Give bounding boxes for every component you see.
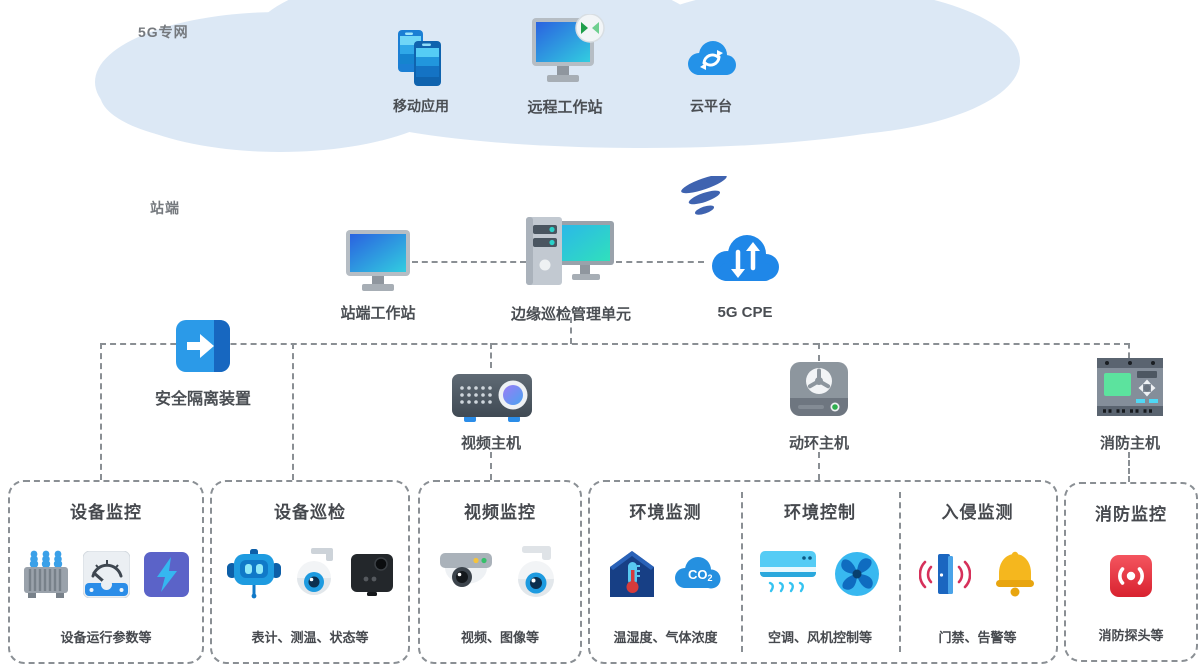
cloud-platform-icon bbox=[683, 36, 739, 84]
fire-host-label: 消防主机 bbox=[1099, 435, 1160, 452]
mobile-app-label: 移动应用 bbox=[393, 98, 449, 114]
env-host-icon bbox=[790, 362, 848, 416]
edge-unit-label: 边缘巡检管理单元 bbox=[510, 306, 631, 323]
section-env-control: 环境控制 bbox=[741, 482, 899, 662]
env-host-label: 动环主机 bbox=[788, 435, 849, 452]
transformer-icon bbox=[23, 548, 69, 600]
air-conditioner-icon bbox=[760, 551, 816, 597]
group-title: 视频监控 bbox=[464, 503, 536, 522]
fan-icon bbox=[834, 551, 880, 597]
section-divider bbox=[899, 492, 901, 652]
mobile-app-icon bbox=[393, 30, 447, 88]
group-caption: 空调、风机控制等 bbox=[767, 630, 872, 645]
group-caption: 视频、图像等 bbox=[460, 630, 539, 645]
drop-line-fire-host bbox=[1128, 343, 1130, 358]
station-workstation-icon bbox=[344, 228, 412, 292]
cpe-signal-icon bbox=[676, 174, 736, 222]
drop-line-device-monitoring bbox=[100, 343, 102, 480]
group-box-environment-cluster: 环境监测 bbox=[588, 480, 1058, 664]
group-caption: 温湿度、气体浓度 bbox=[613, 630, 718, 645]
meter-gauge-icon bbox=[82, 550, 131, 598]
fire-host-icon bbox=[1097, 358, 1163, 416]
group-title: 环境监测 bbox=[629, 503, 702, 522]
remote-workstation-icon bbox=[530, 13, 606, 90]
ptz-camera-icon bbox=[293, 546, 339, 602]
section-env-monitoring: 环境监测 bbox=[590, 482, 741, 662]
drop-line-device-inspection bbox=[292, 343, 294, 480]
bus-line bbox=[100, 343, 1130, 345]
svg-text:CO2: CO2 bbox=[688, 567, 713, 583]
video-host-label: 视频主机 bbox=[460, 435, 521, 452]
box-camera-icon bbox=[351, 552, 393, 596]
group-caption: 门禁、告警等 bbox=[938, 630, 1017, 645]
group-box-fire-monitoring: 消防监控 消防探头等 bbox=[1064, 482, 1198, 662]
group-title: 设备巡检 bbox=[274, 503, 346, 522]
group-caption: 设备运行参数等 bbox=[60, 630, 152, 645]
remote-workstation-label: 远程工作站 bbox=[527, 99, 603, 116]
bell-icon bbox=[993, 550, 1037, 598]
station-workstation-label: 站端工作站 bbox=[340, 305, 416, 322]
group-box-device-inspection: 设备巡检 bbox=[210, 480, 410, 664]
isolation-device-label: 安全隔离装置 bbox=[154, 391, 251, 408]
group-title: 设备监控 bbox=[70, 503, 142, 522]
connector-edgeunit-cpe bbox=[616, 261, 704, 263]
group-caption: 消防探头等 bbox=[1098, 628, 1164, 643]
edge-unit-icon bbox=[526, 215, 616, 291]
section-divider bbox=[741, 492, 743, 652]
cpe-icon bbox=[705, 230, 785, 290]
group-title: 入侵监测 bbox=[941, 503, 1014, 522]
zone-label-station: 站端 bbox=[150, 200, 180, 216]
connector-workstation-edgeunit bbox=[412, 261, 526, 263]
drop-line-env-box bbox=[818, 452, 820, 480]
zone-label-5g-network: 5G专网 bbox=[138, 24, 189, 40]
group-box-video-surveillance: 视频监控 bbox=[418, 480, 582, 664]
house-thermometer-icon bbox=[609, 550, 655, 598]
group-title: 环境控制 bbox=[784, 503, 856, 522]
group-title: 消防监控 bbox=[1095, 505, 1167, 524]
door-alarm-icon bbox=[918, 550, 971, 598]
lightning-icon bbox=[144, 551, 189, 597]
drop-line-env-host bbox=[818, 343, 820, 361]
section-intrusion: 入侵监测 bbox=[899, 482, 1056, 662]
ball-camera-icon bbox=[514, 546, 560, 602]
drop-line-fire-box bbox=[1128, 452, 1130, 482]
robot-icon bbox=[227, 549, 281, 599]
drop-line-video-box bbox=[490, 452, 492, 480]
cloud-platform-label: 云平台 bbox=[690, 98, 732, 114]
group-caption: 表计、测温、状态等 bbox=[251, 630, 369, 645]
isolation-device-icon bbox=[176, 320, 230, 372]
group-box-device-monitoring: 设备监控 bbox=[8, 480, 204, 664]
cpe-label: 5G CPE bbox=[717, 304, 773, 321]
connector-edgeunit-bus bbox=[570, 317, 572, 344]
dome-camera-icon bbox=[440, 553, 492, 595]
fire-sensor-icon bbox=[1110, 555, 1152, 597]
drop-line-video-host bbox=[490, 343, 492, 368]
video-host-icon bbox=[452, 370, 532, 424]
co2-cloud-icon: CO2 bbox=[671, 554, 723, 594]
